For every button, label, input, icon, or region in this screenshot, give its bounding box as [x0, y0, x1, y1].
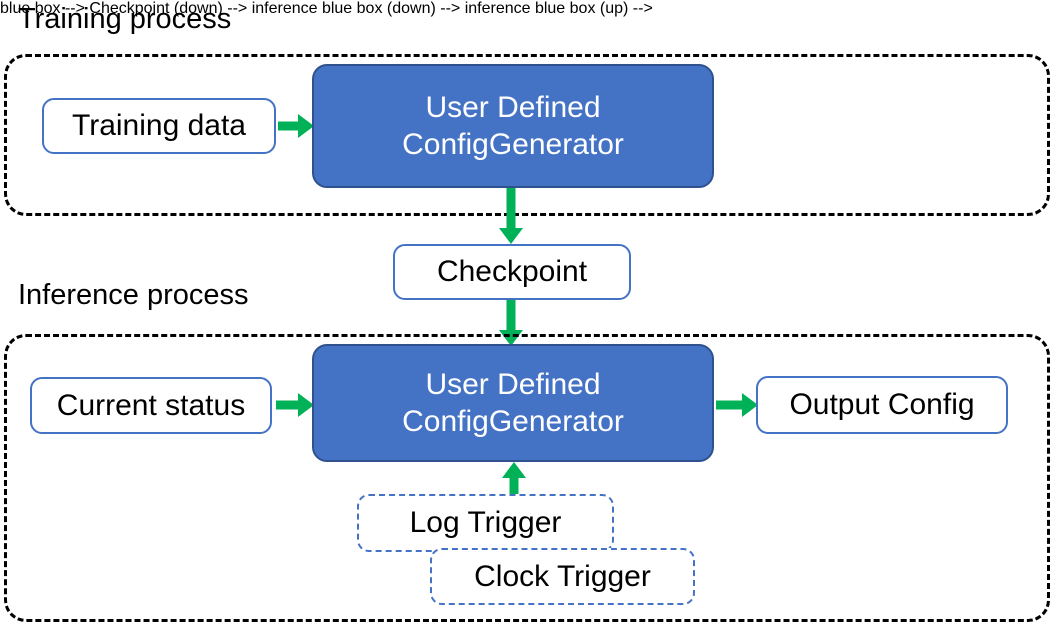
training-data-label: Training data	[72, 109, 246, 142]
arrow-head	[298, 393, 314, 417]
arrow-training-data-to-generator	[278, 112, 314, 140]
arrow-head	[502, 462, 526, 478]
training-process-container	[4, 54, 1050, 216]
training-process-label: Training process	[18, 3, 232, 35]
checkpoint-label: Checkpoint	[436, 255, 588, 288]
inference-process-label: Inference process	[18, 279, 249, 311]
arrow-head	[499, 228, 523, 244]
arrow-generator-to-checkpoint	[497, 188, 525, 244]
log-trigger-box[interactable]: Log Trigger	[357, 494, 614, 552]
log-trigger-label: Log Trigger	[409, 506, 562, 539]
inference-generator-line-1: User Defined	[425, 368, 601, 401]
arrow-generator-to-output-config	[716, 391, 758, 419]
training-data-box[interactable]: Training data	[42, 98, 276, 154]
arrow-shaft	[276, 400, 302, 410]
clock-trigger-label: Clock Trigger	[474, 559, 651, 593]
output-config-label: Output Config	[789, 388, 975, 421]
output-config-box[interactable]: Output Config	[756, 376, 1008, 434]
arrow-shaft	[509, 476, 519, 500]
training-generator-line-1: User Defined	[425, 91, 601, 124]
training-generator-line-2: ConfigGenerator	[402, 128, 624, 161]
arrow-shaft	[506, 300, 516, 332]
arrow-shaft	[506, 188, 516, 230]
inference-process-container	[4, 334, 1050, 622]
arrow-head	[298, 114, 314, 138]
arrow-shaft	[716, 400, 746, 410]
training-config-generator-box[interactable]: User Defined ConfigGenerator	[312, 64, 714, 188]
arrow-current-status-to-generator	[276, 391, 314, 419]
clock-trigger-box[interactable]: Clock Trigger	[430, 548, 695, 605]
arrow-log-trigger-to-generator	[500, 462, 528, 500]
arrow-head	[742, 393, 758, 417]
current-status-label: Current status	[56, 388, 246, 422]
inference-generator-line-2: ConfigGenerator	[402, 405, 624, 438]
inference-config-generator-box[interactable]: User Defined ConfigGenerator	[312, 344, 714, 462]
arrow-shaft	[278, 121, 302, 131]
current-status-box[interactable]: Current status	[30, 377, 272, 434]
checkpoint-box[interactable]: Checkpoint	[393, 244, 631, 300]
